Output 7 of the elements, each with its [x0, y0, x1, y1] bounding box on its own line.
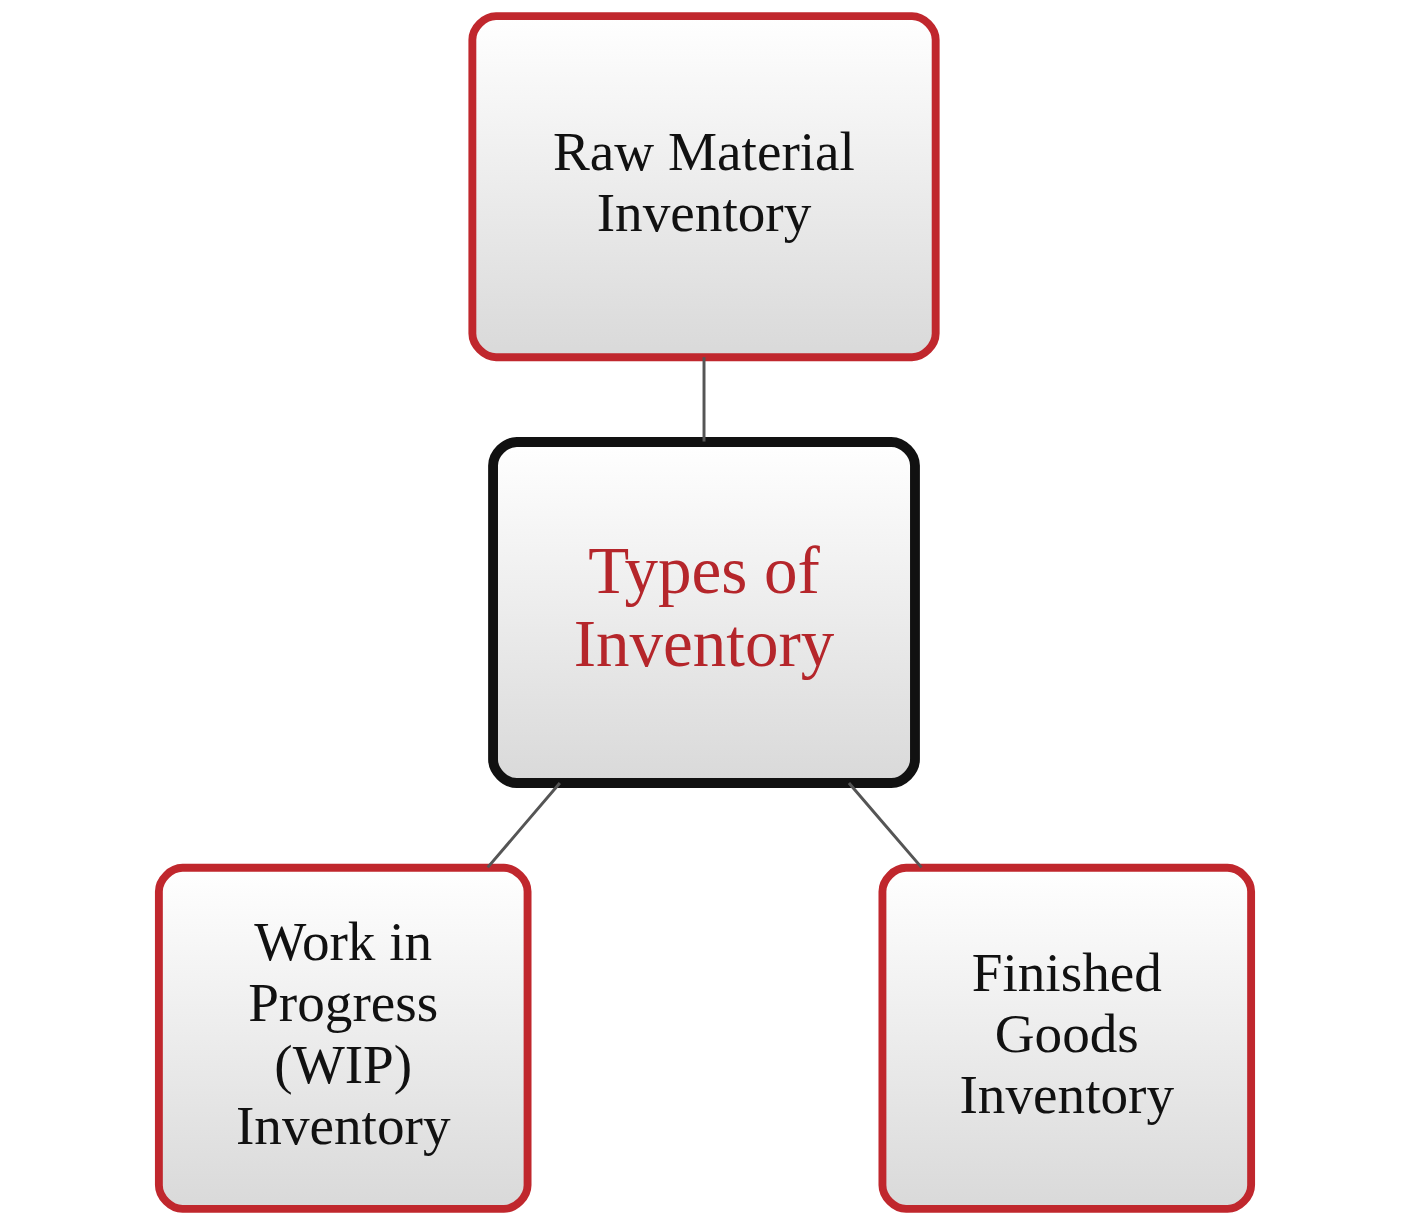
node-box: Work in Progress (WIP) Inventory [154, 863, 531, 1213]
node-box: Finished Goods Inventory [878, 863, 1255, 1213]
node-box: Raw Material Inventory [467, 12, 940, 362]
node-box: Types of Inventory [487, 437, 920, 788]
connector [702, 357, 705, 442]
connector [847, 782, 923, 869]
connector [486, 782, 561, 869]
